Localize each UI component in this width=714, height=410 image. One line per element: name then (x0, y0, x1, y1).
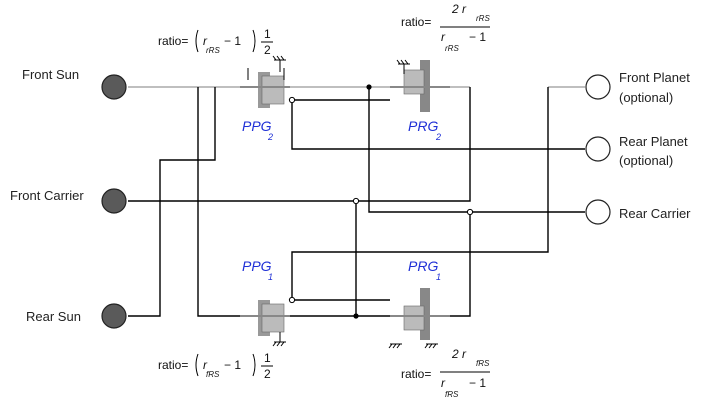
junction-dot (366, 84, 372, 90)
ratio-num-sub: rRS (476, 14, 490, 23)
junction-dot (288, 96, 296, 104)
port-label-sub: (optional) (619, 153, 673, 168)
port-circle[interactable] (101, 74, 127, 100)
ground-icon (388, 343, 402, 349)
ratio-num: 2 r (451, 347, 467, 361)
gear-body (261, 303, 285, 333)
port-label: Rear Sun (26, 309, 81, 324)
gear-body (261, 75, 285, 105)
wire-rear-carrier (368, 87, 585, 213)
ratio-half-num: 1 (264, 351, 271, 365)
paren-right (252, 353, 256, 377)
ratio-r-sub: rRS (206, 46, 220, 55)
port-front-carrier[interactable]: Front Carrier (10, 188, 127, 214)
port-label-sub: (optional) (619, 90, 673, 105)
ratio-minus: − 1 (224, 34, 241, 48)
port-label: Rear Carrier (619, 206, 691, 221)
junction-dot (466, 208, 474, 216)
ratio-half-num: 1 (264, 27, 271, 41)
junctions (288, 84, 474, 319)
gear-body (420, 288, 430, 340)
gear-bearing (247, 68, 285, 80)
ratio-r: r (203, 34, 208, 48)
ratio-den-mid: − 1 (469, 376, 486, 390)
wire-rear-planet (291, 100, 585, 150)
port-circle[interactable] (585, 136, 611, 162)
ground-icon (396, 59, 410, 65)
wire-front-sun-down (197, 87, 240, 317)
wire-prg1-out (450, 212, 471, 317)
ground-icon (272, 341, 286, 347)
junction-dot (352, 197, 360, 205)
port-rear-planet[interactable]: Rear Planet (optional) (585, 134, 688, 168)
ratio-prg1: ratio= 2 r fRS r − 1 fRS (401, 347, 490, 399)
prg2-sub: 2 (435, 132, 441, 142)
port-circle[interactable] (585, 199, 611, 225)
ppg2-block[interactable] (240, 55, 290, 108)
port-circle[interactable] (101, 303, 127, 329)
ratio-minus: − 1 (224, 358, 241, 372)
wire-rear-sun (128, 87, 216, 317)
ppg2-sub: 2 (267, 132, 273, 142)
port-rear-sun[interactable]: Rear Sun (26, 303, 127, 329)
prg2-block[interactable] (390, 59, 450, 112)
ratio-ppg2: ratio= r rRS − 1 1 2 (158, 27, 273, 57)
prg1-label: PRG (408, 258, 438, 274)
ratio-den: r (441, 30, 446, 44)
ppg1-label: PPG (242, 258, 272, 274)
ratio-den: r (441, 376, 446, 390)
ratio-r-sub: fRS (206, 370, 220, 379)
ratio-r: r (203, 358, 208, 372)
paren-left (195, 29, 199, 53)
port-label: Front Carrier (10, 188, 84, 203)
port-label: Front Planet (619, 70, 690, 85)
prg1-block[interactable] (388, 288, 450, 349)
junction-dot (353, 313, 359, 319)
ground-icon (272, 55, 286, 61)
port-label: Front Sun (22, 67, 79, 82)
port-circle[interactable] (101, 188, 127, 214)
port-front-planet[interactable]: Front Planet (optional) (585, 70, 690, 105)
ratio-half-den: 2 (264, 367, 271, 381)
wire-front-planet-down (291, 87, 549, 300)
ratio-ppg1: ratio= r fRS − 1 1 2 (158, 351, 273, 381)
port-front-sun[interactable]: Front Sun (22, 67, 127, 100)
prg1-sub: 1 (436, 272, 441, 282)
ratio-den-mid: − 1 (469, 30, 486, 44)
port-label: Rear Planet (619, 134, 688, 149)
port-rear-carrier[interactable]: Rear Carrier (585, 199, 691, 225)
paren-left (195, 353, 199, 377)
ratio-num: 2 r (451, 2, 467, 16)
ppg2-label: PPG (242, 118, 272, 134)
gear-body (403, 69, 425, 95)
ppg1-block[interactable] (240, 300, 290, 347)
junction-dot (288, 296, 296, 304)
paren-right (252, 29, 256, 53)
gear-body (403, 305, 425, 331)
ppg1-sub: 1 (268, 272, 273, 282)
ratio-num-sub: fRS (476, 359, 490, 368)
wire-front-carrier (128, 87, 471, 202)
ratio-prg2: ratio= 2 r rRS r − 1 rRS (401, 2, 490, 53)
ratio-den-sub: fRS (445, 390, 459, 399)
ground-icon (424, 343, 438, 349)
prg2-label: PRG (408, 118, 438, 134)
ratio-half-den: 2 (264, 43, 271, 57)
wires (128, 86, 585, 317)
ratio-den-sub: rRS (445, 44, 459, 53)
ratio-prefix: ratio= (401, 367, 431, 381)
ratio-prefix: ratio= (158, 358, 188, 372)
ratio-prefix: ratio= (158, 34, 188, 48)
ratio-prefix: ratio= (401, 15, 431, 29)
port-circle[interactable] (585, 74, 611, 100)
